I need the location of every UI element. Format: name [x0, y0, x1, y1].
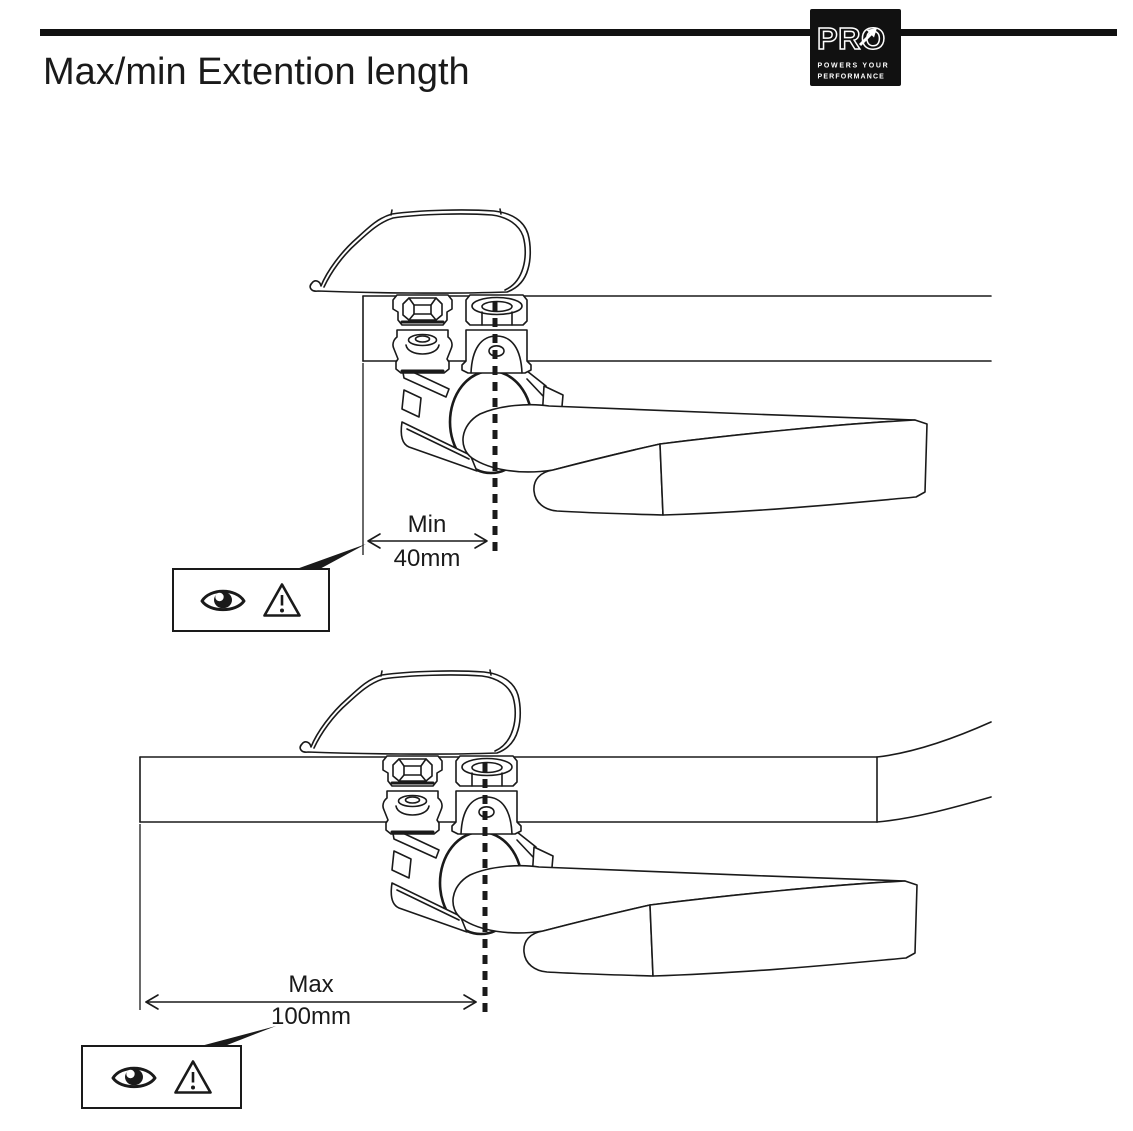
figure-max-drawing [139, 668, 992, 1047]
dimension-max [139, 824, 477, 1010]
dimension-value-max: 100mm [270, 1003, 352, 1030]
logo-tagline-1: POWERS YOUR [818, 63, 890, 70]
warning-callout-box-max [81, 1045, 242, 1109]
arrow-right-icon [474, 533, 488, 549]
figure-min-drawing [291, 207, 992, 571]
brand-logo-canvas: PRO POWERS YOUR PERFORMANCE [810, 9, 901, 86]
warning-callout-box-min [172, 568, 330, 632]
dimension-min [362, 363, 488, 555]
dimension-label-max: Max [288, 971, 334, 998]
arrow-ne-icon [858, 28, 877, 47]
logo-background [810, 9, 901, 86]
clamp-assembly [298, 668, 919, 978]
header-rule [40, 29, 1117, 36]
warning-triangle-icon [173, 1060, 212, 1094]
logo-wordmark: PRO [817, 21, 886, 56]
brand-logo: PRO POWERS YOUR PERFORMANCE [810, 9, 901, 86]
clamp-assembly [308, 207, 929, 517]
extension-bar [139, 721, 992, 823]
arrow-left-icon [367, 533, 381, 549]
eye-icon [111, 1066, 156, 1088]
logo-tagline-2: PERFORMANCE [818, 74, 886, 81]
extension-bar [362, 295, 992, 362]
callout-pointer [197, 1026, 276, 1047]
arrow-right-icon [463, 994, 477, 1010]
dimension-value-min: 40mm [393, 545, 461, 572]
warning-triangle-icon [263, 583, 301, 617]
callout-pointer [291, 544, 366, 571]
page-title: Max/min Extention length [43, 51, 470, 93]
eye-icon [200, 589, 246, 611]
dimension-label-min: Min [407, 511, 447, 538]
arrow-left-icon [145, 994, 159, 1010]
